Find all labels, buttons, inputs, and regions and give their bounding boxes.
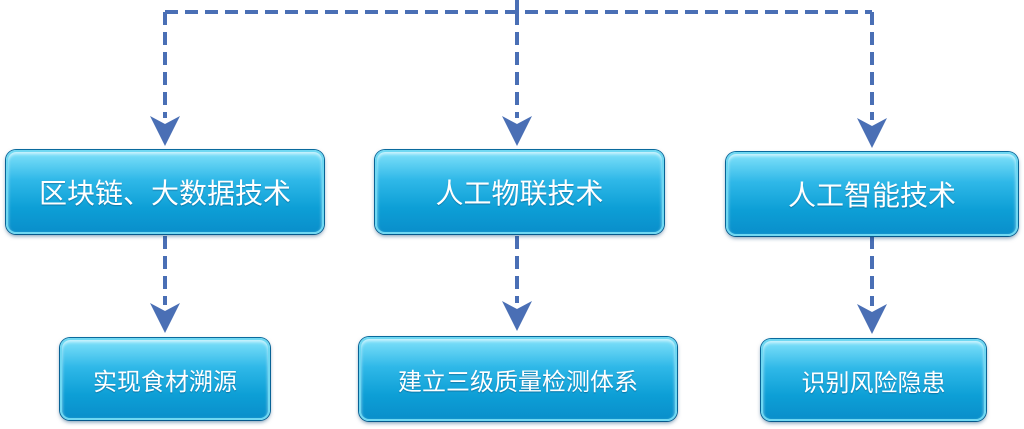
node-blockchain-bigdata: 区块链、大数据技术 bbox=[6, 150, 324, 234]
node-ai-tech: 人工智能技术 bbox=[726, 152, 1018, 236]
arrowhead-tech-3 bbox=[857, 118, 887, 148]
node-risk-identification: 识别风险隐患 bbox=[761, 339, 986, 421]
arrowhead-tech-2 bbox=[502, 116, 532, 146]
arrowhead-goal-1 bbox=[150, 303, 180, 333]
arrowhead-goal-2 bbox=[502, 301, 532, 331]
connector-top-bus bbox=[165, 0, 872, 14]
arrowhead-goal-3 bbox=[857, 304, 887, 334]
node-quality-inspection-system: 建立三级质量检测体系 bbox=[359, 337, 677, 421]
node-iot-tech: 人工物联技术 bbox=[375, 150, 664, 234]
node-food-traceability: 实现食材溯源 bbox=[60, 338, 270, 420]
arrowhead-tech-1 bbox=[150, 116, 180, 146]
